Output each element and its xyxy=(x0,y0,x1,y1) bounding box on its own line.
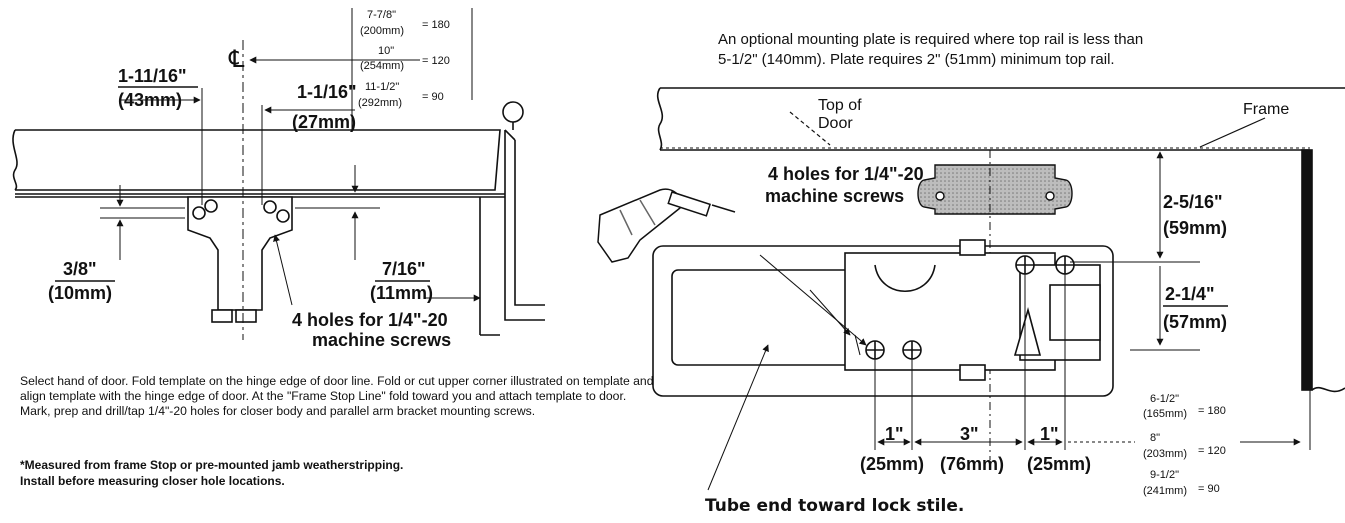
left-holes-label-2: machine screws xyxy=(312,330,451,350)
dim-57mm: (57mm) xyxy=(1163,312,1227,332)
right-door-elevation xyxy=(656,87,1345,393)
right-dimension-texts: Top of Door Frame 4 holes for 1/4"-20 ma… xyxy=(765,97,1289,497)
mounting-plate xyxy=(917,150,1073,460)
installation-instructions: Select hand of door. Fold template on th… xyxy=(20,374,654,418)
bottom-dim-1-mm: (25mm) xyxy=(860,454,924,474)
bottom-dim-2-mm: (76mm) xyxy=(940,454,1004,474)
dim-2-1-4: 2-1/4" xyxy=(1165,284,1215,304)
right-holes-label-1: 4 holes for 1/4"-20 xyxy=(768,164,924,184)
side-dim-b-deg: = 120 xyxy=(1198,445,1226,457)
side-dim-c-deg: = 90 xyxy=(1198,483,1220,495)
dim-3-8: 3/8" xyxy=(63,259,97,279)
footnote-line-1: *Measured from frame Stop or pre-mounted… xyxy=(20,458,404,472)
dim-top-b-deg: = 120 xyxy=(422,55,450,67)
side-dim-a-deg: = 180 xyxy=(1198,405,1226,417)
top-of-door-label-1: Top of xyxy=(818,97,862,114)
side-dim-a-mm: (165mm) xyxy=(1143,408,1187,420)
dim-27mm: (27mm) xyxy=(292,112,356,132)
dim-top-c-deg: = 90 xyxy=(422,91,444,103)
left-door-section xyxy=(12,101,545,336)
left-dimension-lines xyxy=(100,8,481,340)
dim-43mm: (43mm) xyxy=(118,90,182,110)
mounting-plate-note-line-1: An optional mounting plate is required w… xyxy=(718,31,1144,48)
footnote-line-2: Install before measuring closer hole loc… xyxy=(20,473,285,488)
bottom-dim-3-mm: (25mm) xyxy=(1027,454,1091,474)
bottom-dim-2-in: 3" xyxy=(960,424,979,444)
side-dim-b-mm: (203mm) xyxy=(1143,448,1187,460)
bottom-dim-1-in: 1" xyxy=(885,424,904,444)
door-closer-body xyxy=(652,239,1114,397)
dim-top-c: 11-1/2" xyxy=(365,81,399,93)
drill-icon xyxy=(597,188,736,263)
dim-59mm: (59mm) xyxy=(1163,218,1227,238)
dim-7-16: 7/16" xyxy=(382,259,426,279)
bottom-dim-3-in: 1" xyxy=(1040,424,1059,444)
top-of-door-label-2: Door xyxy=(818,115,853,132)
dim-2-5-16: 2-5/16" xyxy=(1163,192,1223,212)
side-dim-c-mm: (241mm) xyxy=(1143,485,1187,497)
dim-top-b: 10" xyxy=(378,45,394,57)
tube-end-note: Tube end toward lock stile. xyxy=(705,496,965,516)
dim-top-b-mm: (254mm) xyxy=(360,60,404,72)
right-holes-label-2: machine screws xyxy=(765,186,904,206)
footnote: *Measured from frame Stop or pre-mounted… xyxy=(20,458,680,489)
dim-10mm: (10mm) xyxy=(48,283,112,303)
dim-1-1-16: 1-1/16" xyxy=(297,82,357,102)
parallel-arm-bracket xyxy=(187,196,293,323)
right-dimension-lines xyxy=(707,149,1311,491)
dim-top-a-deg: = 180 xyxy=(422,19,450,31)
left-dimension-texts: 7-7/8" (200mm) = 180 10" (254mm) = 120 1… xyxy=(48,9,451,350)
mounting-plate-note: An optional mounting plate is required w… xyxy=(718,30,1278,70)
side-dim-a: 6-1/2" xyxy=(1150,393,1179,405)
left-holes-label-1: 4 holes for 1/4"-20 xyxy=(292,310,448,330)
dim-top-a: 7-7/8" xyxy=(367,9,396,21)
side-dim-c: 9-1/2" xyxy=(1150,469,1179,481)
side-dim-b: 8" xyxy=(1150,432,1160,444)
dim-11mm: (11mm) xyxy=(370,283,433,303)
mounting-plate-note-line-2: 5-1/2" (140mm). Plate requires 2" (51mm)… xyxy=(718,51,1115,68)
frame-label: Frame xyxy=(1243,101,1289,118)
dim-top-a-mm: (200mm) xyxy=(360,25,404,37)
centerline-icon: ℄ xyxy=(228,46,245,73)
dim-1-11-16: 1-11/16" xyxy=(118,66,187,86)
dim-top-c-mm: (292mm) xyxy=(358,97,402,109)
